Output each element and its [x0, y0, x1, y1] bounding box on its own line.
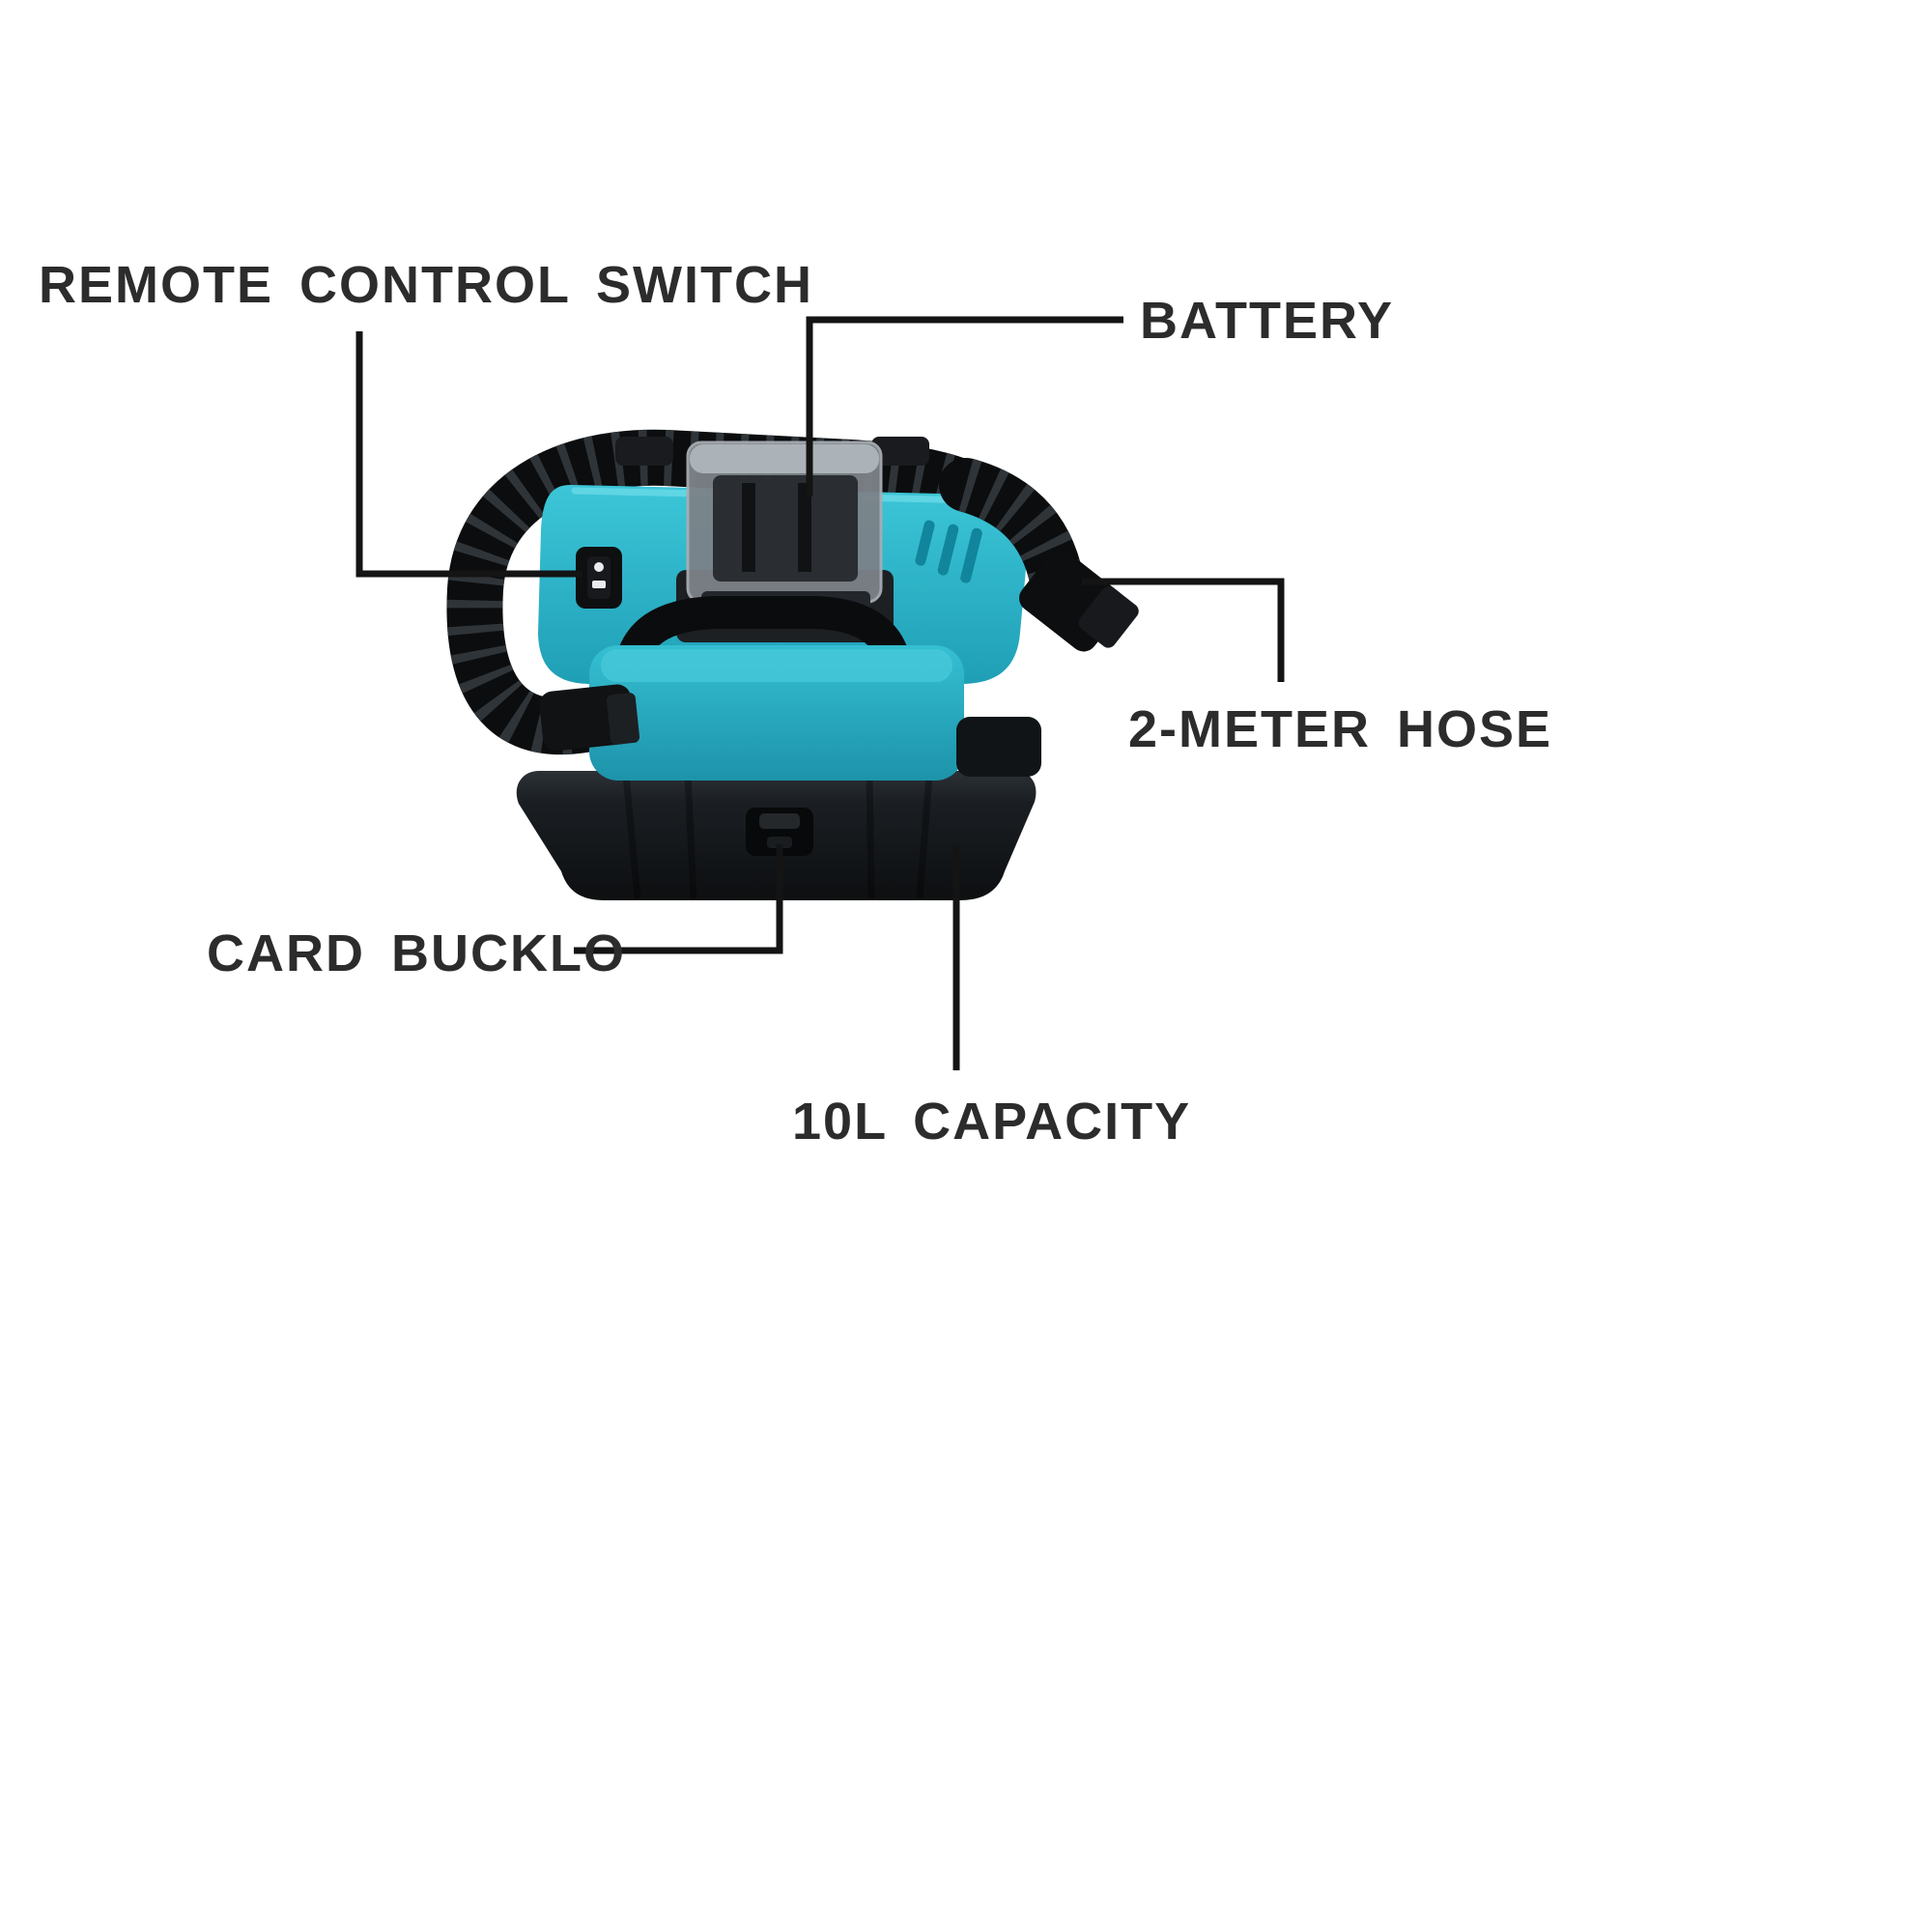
- line-battery: [806, 316, 1123, 497]
- line-remote-control-switch: [355, 331, 582, 578]
- line-card-buckle: [574, 844, 783, 954]
- air-vents: [915, 520, 982, 583]
- vacuum-illustration: [446, 429, 1139, 900]
- label-card-buckle: CARD BUCKLO: [207, 924, 626, 982]
- hose-cradle: [956, 717, 1041, 777]
- lid-tab-right: [871, 437, 929, 466]
- label-battery: BATTERY: [1140, 292, 1394, 350]
- power-switch: [576, 547, 622, 609]
- latch-buckle: [746, 808, 813, 856]
- label-remote-control-switch: REMOTE CONTROL SWITCH: [39, 256, 813, 314]
- carry-handle: [613, 596, 913, 697]
- line-hose: [1082, 578, 1285, 682]
- front-housing: [589, 645, 964, 781]
- hose-outlet: [939, 458, 1139, 652]
- lid-tab-left: [615, 437, 673, 466]
- battery-pack: [713, 475, 858, 582]
- label-2-meter-hose: 2-METER HOSE: [1128, 700, 1553, 758]
- label-10l-capacity: 10L CAPACITY: [792, 1093, 1192, 1151]
- hose-nozzle: [539, 684, 640, 752]
- annotation-lines: [355, 316, 1285, 1070]
